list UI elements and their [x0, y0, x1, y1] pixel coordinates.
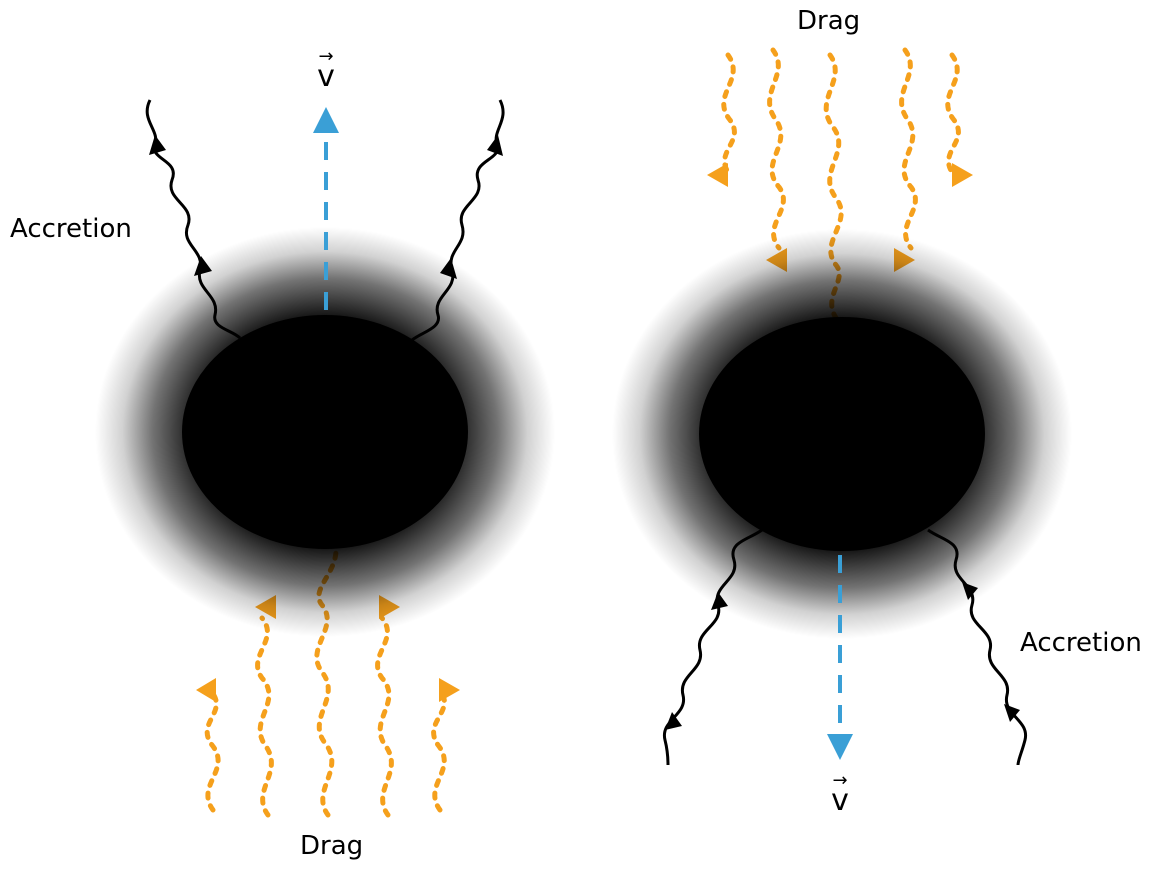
drag-stream: [945, 52, 961, 178]
velocity-arrowhead: [313, 107, 339, 133]
drag-arrowhead: [439, 678, 460, 702]
left-accretion-arrowheads: [149, 135, 503, 279]
velocity-arrowhead: [827, 734, 853, 760]
drag-stream: [721, 52, 737, 178]
accretion-stream: [662, 528, 763, 766]
right-drag-streams: [721, 47, 961, 321]
left-accretion-label: Accretion: [10, 214, 132, 244]
left-drag-label: Drag: [300, 831, 364, 861]
accretion-stream: [927, 528, 1028, 766]
left-black-hole: [182, 315, 468, 549]
drag-stream: [899, 47, 918, 251]
drag-arrowhead: [196, 678, 216, 702]
left-velocity-arrow: [313, 107, 339, 310]
left-velocity-label: → v: [317, 46, 335, 94]
right-accretion-arrowheads: [665, 582, 1020, 730]
drag-arrowhead: [952, 163, 973, 187]
accretion-arrowhead: [962, 582, 978, 600]
vector-arrow-icon: →: [318, 46, 334, 67]
right-velocity-arrow: [827, 555, 853, 760]
right-accretion-streams: [662, 528, 1028, 766]
right-black-hole: [699, 317, 985, 551]
left-drag-stream: [375, 615, 394, 818]
right-drag-label: Drag: [797, 6, 861, 36]
right-accretion-label: Accretion: [1020, 628, 1142, 658]
accretion-arrowhead: [487, 135, 503, 156]
left-drag-stream: [255, 615, 274, 818]
left-drag-stream: [431, 687, 447, 813]
accretion-arrowhead: [1004, 704, 1020, 722]
vector-arrow-icon: →: [832, 770, 848, 791]
accretion-arrowhead: [711, 592, 728, 610]
accretion-arrowhead: [440, 258, 457, 279]
right-velocity-label: → v: [831, 770, 849, 818]
accretion-arrowhead: [194, 256, 212, 276]
left-panel: [95, 99, 555, 818]
right-panel: [612, 47, 1072, 766]
accretion-arrowhead: [149, 135, 166, 155]
left-drag-stream: [204, 687, 221, 813]
drag-stream: [767, 47, 786, 251]
drag-arrowhead: [707, 163, 728, 187]
left-drag-streams: [204, 547, 447, 818]
accretion-arrowhead: [665, 712, 682, 730]
